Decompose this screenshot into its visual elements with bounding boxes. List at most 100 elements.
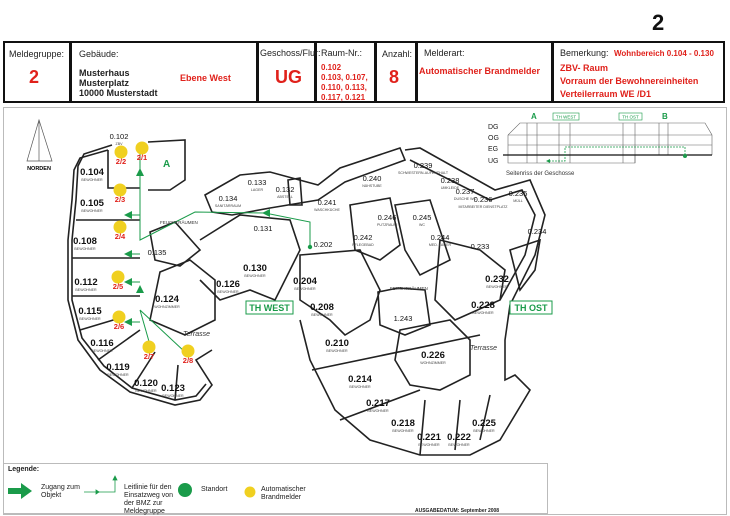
legend-leitlinie: Leitlinie für den Einsatzweg von der BMZ… xyxy=(124,484,174,515)
fire-detector: 2/4 xyxy=(113,220,127,241)
legend-melder: Automatischer Brandmelder xyxy=(261,486,306,501)
room-number: 0.116 xyxy=(90,338,113,349)
geschoss-value: UG xyxy=(275,67,302,87)
section-a-label: A xyxy=(531,112,537,121)
entrance-label: A xyxy=(163,159,170,170)
gebaeude-line: 10000 Musterstadt xyxy=(79,88,158,98)
fire-detector: 2/2 xyxy=(114,145,128,166)
room-label: BEWOHNER xyxy=(81,178,103,182)
room-number: 0.234 xyxy=(528,227,547,236)
north-arrow-icon xyxy=(26,118,53,162)
detector-icon xyxy=(112,310,126,324)
room-number: 0.204 xyxy=(293,276,317,287)
room-number: 0.134 xyxy=(219,194,238,203)
room-0.233: 0.233 xyxy=(471,242,490,251)
detector-label: 2/7 xyxy=(144,352,154,361)
room-label: BEWOHNER xyxy=(81,209,103,213)
room-number: 0.240 xyxy=(363,174,382,183)
room-label: WASCHKÜCHE xyxy=(314,208,340,212)
access-arrow-icon xyxy=(8,483,32,499)
room-label: BEWOHNER xyxy=(448,443,470,447)
room-label: BEWOHNER xyxy=(472,311,494,315)
detector-label: 2/6 xyxy=(114,322,124,331)
raum-line: 0.110, 0.113, xyxy=(321,83,367,92)
th-west-label: TH WEST xyxy=(245,300,294,315)
room-number: 0.214 xyxy=(348,374,372,385)
room-label: MED. LAGER xyxy=(429,243,452,247)
room-label: SANITÄRRAUM xyxy=(215,204,241,208)
raum-line: 0.117, 0.121 xyxy=(321,93,366,102)
feucht-mid-label: FEUCHTRÄUMEN xyxy=(390,285,428,291)
gebaeude-line: Musterplatz xyxy=(79,78,130,88)
room-number: 0.208 xyxy=(310,302,334,313)
room-label: WC xyxy=(419,223,425,227)
room-number: 0.217 xyxy=(366,398,390,409)
room-number: 0.135 xyxy=(148,248,167,257)
svg-text:TH OST: TH OST xyxy=(515,303,549,313)
room-label: ZBV xyxy=(116,142,124,146)
guide-line-icon xyxy=(84,475,118,495)
room-number: 0.133 xyxy=(248,178,267,187)
room-label: DUSCHE WC xyxy=(454,197,477,201)
room-number: 0.241 xyxy=(318,198,337,207)
melderart-value: Automatischer Brandmelder xyxy=(419,66,541,76)
room-number: 0.235 xyxy=(509,189,528,198)
fire-detector: 2/3 xyxy=(113,183,127,204)
guide-arrow-icon xyxy=(546,159,550,163)
section-elevation xyxy=(507,122,713,164)
detector-label: 2/2 xyxy=(116,157,126,166)
svg-text:TH OST: TH OST xyxy=(622,115,639,120)
room-label: BEWOHNER xyxy=(473,429,495,433)
detector-icon xyxy=(111,270,125,284)
gebaeude-line: Musterhaus xyxy=(79,68,130,78)
legend-standort: Standort xyxy=(201,486,228,493)
floor-label: DG xyxy=(488,124,499,131)
room-number: 0.115 xyxy=(78,306,102,317)
detector-icon xyxy=(113,183,127,197)
room-0.135: 0.135 xyxy=(148,248,167,257)
room-number: 0.246 xyxy=(378,213,397,222)
bemerkung-line: ZBV- Raum xyxy=(560,63,609,73)
room-number: 0.102 xyxy=(110,132,129,141)
room-label: BEWOHNER xyxy=(75,288,97,292)
bemerkung-cell: Bemerkung: Wohnbereich 0.104 - 0.130 ZBV… xyxy=(554,43,725,101)
room-label: NÄHSTUBE xyxy=(362,184,382,188)
room-number: 0.233 xyxy=(471,242,490,251)
detector-icon xyxy=(113,220,127,234)
room-number: 0.126 xyxy=(216,279,240,290)
room-label: BEWOHNER xyxy=(217,290,239,294)
room-label: BEWOHNER xyxy=(367,409,389,413)
svg-text:TH WEST: TH WEST xyxy=(249,303,290,313)
room-label: BEWOHNER xyxy=(135,389,157,393)
room-number: 0.245 xyxy=(413,213,432,222)
room-label: WOHNZIMMER xyxy=(420,361,446,365)
room-label: BEWOHNER xyxy=(91,349,113,353)
geschoss-cell: Geschoss/Flur: UG xyxy=(259,43,321,101)
room-number: 0.123 xyxy=(161,383,185,394)
middle-walls xyxy=(199,147,451,337)
room-label: LAGER xyxy=(251,188,264,192)
fire-detector: 2/1 xyxy=(135,141,149,162)
room-label: BEWOHNER xyxy=(107,373,129,377)
melderart-cell: Melderart: Automatischer Brandmelder xyxy=(418,43,554,101)
room-number: 0.120 xyxy=(134,378,158,389)
room-number: 0.239 xyxy=(414,161,433,170)
fire-detector: 2/7 xyxy=(142,340,156,361)
meldegruppe-cell: Meldegruppe: 2 xyxy=(5,43,72,101)
room-number: 0.119 xyxy=(106,362,129,373)
room-label: PUTZRAUM xyxy=(377,223,397,227)
